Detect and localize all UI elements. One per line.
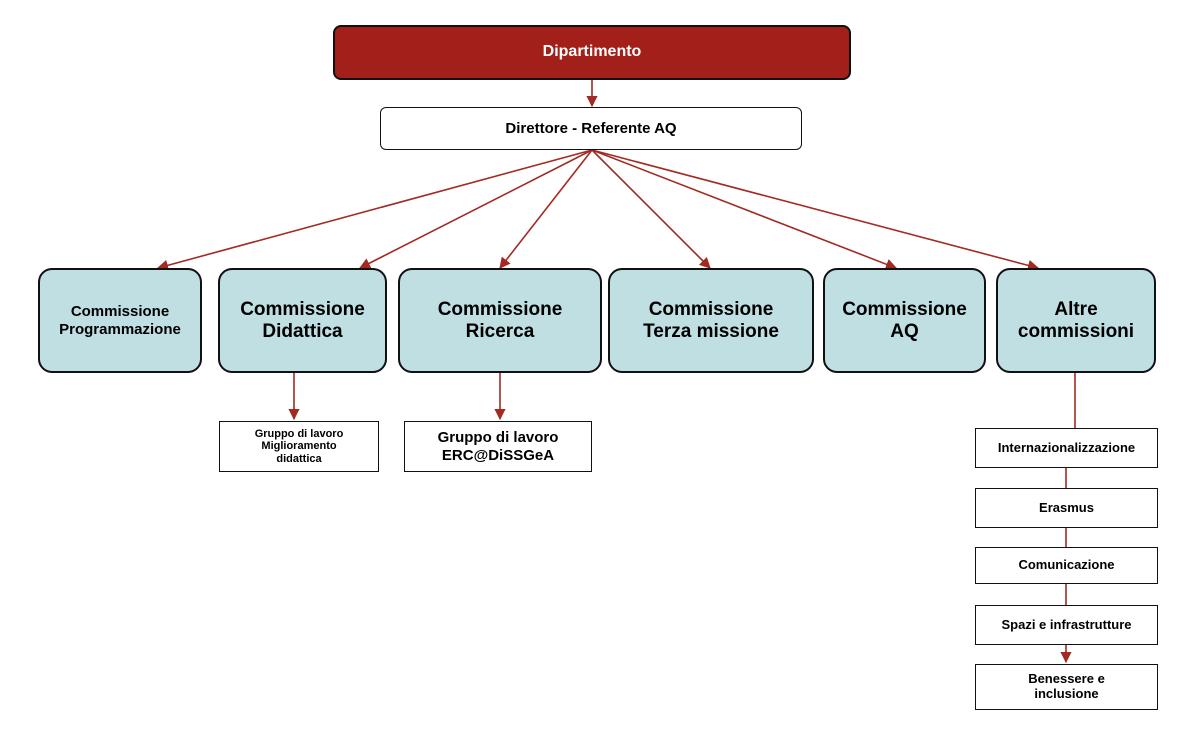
other-spazi-infrastrutture: Spazi e infrastrutture (975, 605, 1158, 645)
other-comunicazione: Comunicazione (975, 547, 1158, 584)
commission-didattica-label: Commissione Didattica (240, 298, 365, 342)
other-spazi-infrastrutture-label: Spazi e infrastrutture (1001, 616, 1132, 632)
commission-terza-missione-label: Commissione Terza missione (643, 298, 779, 342)
director-label: Direttore - Referente AQ (505, 119, 677, 137)
commission-ricerca: Commissione Ricerca (398, 268, 602, 373)
commission-terza-missione: Commissione Terza missione (608, 268, 814, 373)
commission-aq: Commissione AQ (823, 268, 986, 373)
arrow-director-to-programmazione (156, 149, 593, 271)
other-comunicazione-label: Comunicazione (1018, 557, 1115, 573)
arrow-director-to-aq (591, 149, 898, 270)
other-benessere-inclusione-label: Benessere e inclusione (1028, 671, 1105, 701)
other-internazionalizzazione-label: Internazionalizzazione (997, 439, 1136, 455)
commission-ricerca-label: Commissione Ricerca (437, 298, 563, 342)
other-benessere-inclusione: Benessere e inclusione (975, 664, 1158, 710)
arrow-director-to-terza-missione (591, 149, 711, 269)
commission-programmazione-label: Commissione Programmazione (59, 303, 181, 338)
other-erasmus-label: Erasmus (1039, 499, 1094, 515)
other-internazionalizzazione: Internazionalizzazione (975, 428, 1158, 468)
commission-altre: Altre commissioni (996, 268, 1156, 373)
commission-altre-label: Altre commissioni (1017, 298, 1135, 342)
commission-programmazione: Commissione Programmazione (38, 268, 202, 373)
director-box: Direttore - Referente AQ (380, 107, 802, 150)
commission-didattica: Commissione Didattica (218, 268, 387, 373)
commission-aq-label: Commissione AQ (842, 298, 967, 342)
arrow-director-to-altre (591, 149, 1040, 271)
group-miglioramento-didattica: Gruppo di lavoro Miglioramento didattica (219, 421, 379, 472)
group-erc-dissgea: Gruppo di lavoro ERC@DiSSGeA (404, 421, 592, 472)
department-label: Dipartimento (542, 43, 642, 61)
arrow-director-to-didattica (359, 149, 593, 269)
group-miglioramento-didattica-label: Gruppo di lavoro Miglioramento didattica (254, 427, 344, 465)
department-box: Dipartimento (333, 25, 851, 80)
arrow-director-to-ricerca (499, 149, 593, 269)
other-erasmus: Erasmus (975, 488, 1158, 528)
group-erc-dissgea-label: Gruppo di lavoro ERC@DiSSGeA (437, 429, 559, 464)
